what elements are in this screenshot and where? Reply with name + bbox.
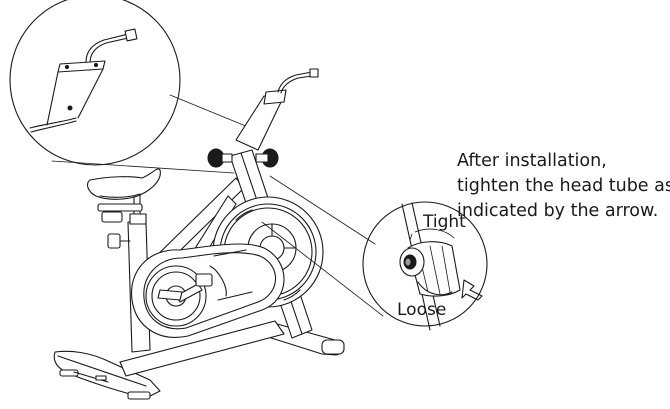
assembly-instruction: After installation, tighten the head tub… xyxy=(457,149,670,224)
zoom-leader-line xyxy=(51,160,235,174)
zoom-leader-line xyxy=(169,94,254,130)
zoom-leader-line xyxy=(261,221,384,317)
knob-zoom-callout xyxy=(362,201,488,331)
crank-pedal xyxy=(157,273,213,303)
instruction-line-1: After installation, xyxy=(457,151,607,171)
right-knob xyxy=(255,148,279,168)
loose-label: Loose xyxy=(397,300,447,320)
zoom-leader-line xyxy=(269,175,376,245)
tight-label: Tight xyxy=(423,212,466,232)
instruction-line-2: tighten the head tube as xyxy=(457,176,670,196)
left-knob xyxy=(207,148,233,168)
chain-guard xyxy=(131,243,285,338)
instruction-line-3: indicated by the arrow. xyxy=(457,201,659,221)
head-tube-zoom-callout xyxy=(9,0,181,166)
